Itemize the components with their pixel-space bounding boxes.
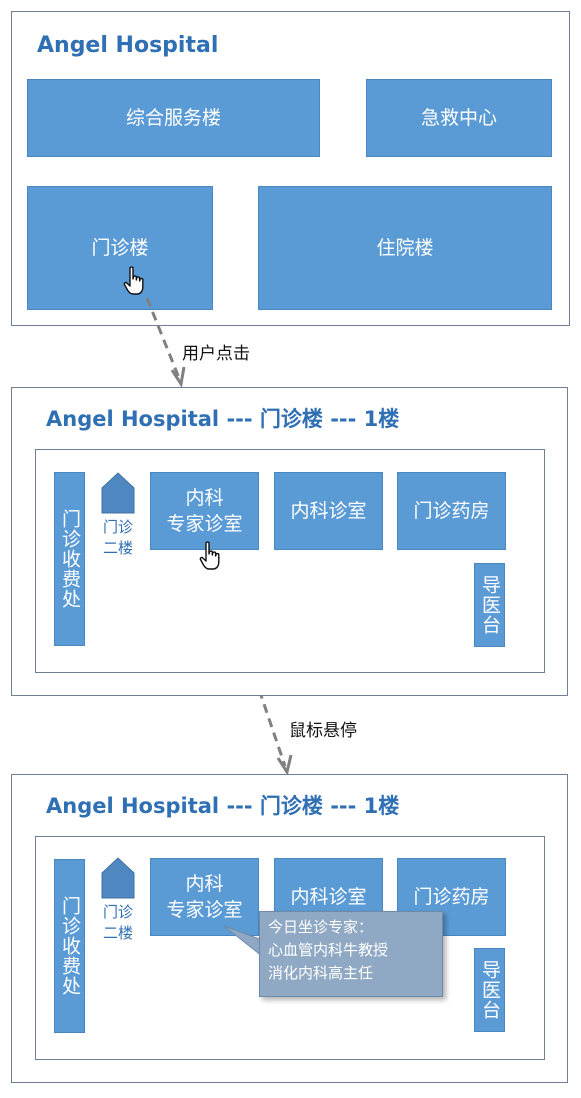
hand-pointer-icon [123, 266, 144, 295]
stairs-label-2: 门诊二楼 [102, 903, 133, 942]
building-inpatient[interactable]: 住院楼 [258, 186, 552, 310]
campus-title: Angel Hospital [37, 33, 219, 58]
step-label-hover: 鼠标悬停 [289, 721, 357, 741]
room-expert-line1: 内科 [185, 873, 224, 895]
room-internal-clinic-1[interactable]: 内科诊室 [274, 472, 383, 550]
guide-desk-2[interactable]: 导医台 [474, 948, 505, 1032]
tooltip-line-3: 消化内科高主任 [268, 964, 374, 982]
stairs-house-icon[interactable] [101, 857, 135, 899]
stairs-label-1: 门诊二楼 [102, 518, 133, 557]
expert-schedule-tooltip: 今日坐诊专家： 心血管内科牛教授 消化内科高主任 [259, 911, 443, 997]
stairs-house-icon[interactable] [101, 472, 135, 514]
room-expert-line2: 专家诊室 [166, 899, 243, 921]
building-general-services[interactable]: 综合服务楼 [27, 79, 320, 157]
building-emergency-center[interactable]: 急救中心 [366, 79, 552, 157]
room-expert-line1: 内科 [185, 487, 224, 509]
hand-pointer-icon [199, 541, 220, 570]
room-expert-clinic-1[interactable]: 内科 专家诊室 [150, 472, 259, 550]
floor-title-2: Angel Hospital --- 门诊楼 --- 1楼 [46, 794, 400, 818]
cashier-counter-1[interactable]: 门诊收费处 [54, 472, 85, 646]
tooltip-line-1: 今日坐诊专家： [268, 918, 374, 936]
room-expert-line2: 专家诊室 [166, 513, 243, 535]
room-pharmacy-1[interactable]: 门诊药房 [397, 472, 506, 550]
tooltip-line-2: 心血管内科牛教授 [268, 941, 389, 959]
room-pharmacy-2[interactable]: 门诊药房 [397, 858, 506, 936]
room-expert-clinic-2[interactable]: 内科 专家诊室 [150, 858, 259, 936]
cashier-counter-2[interactable]: 门诊收费处 [54, 859, 85, 1033]
step-label-click: 用户点击 [182, 344, 250, 364]
guide-desk-1[interactable]: 导医台 [474, 563, 505, 647]
building-outpatient[interactable]: 门诊楼 [27, 186, 213, 310]
floor-title-1: Angel Hospital --- 门诊楼 --- 1楼 [46, 407, 400, 431]
